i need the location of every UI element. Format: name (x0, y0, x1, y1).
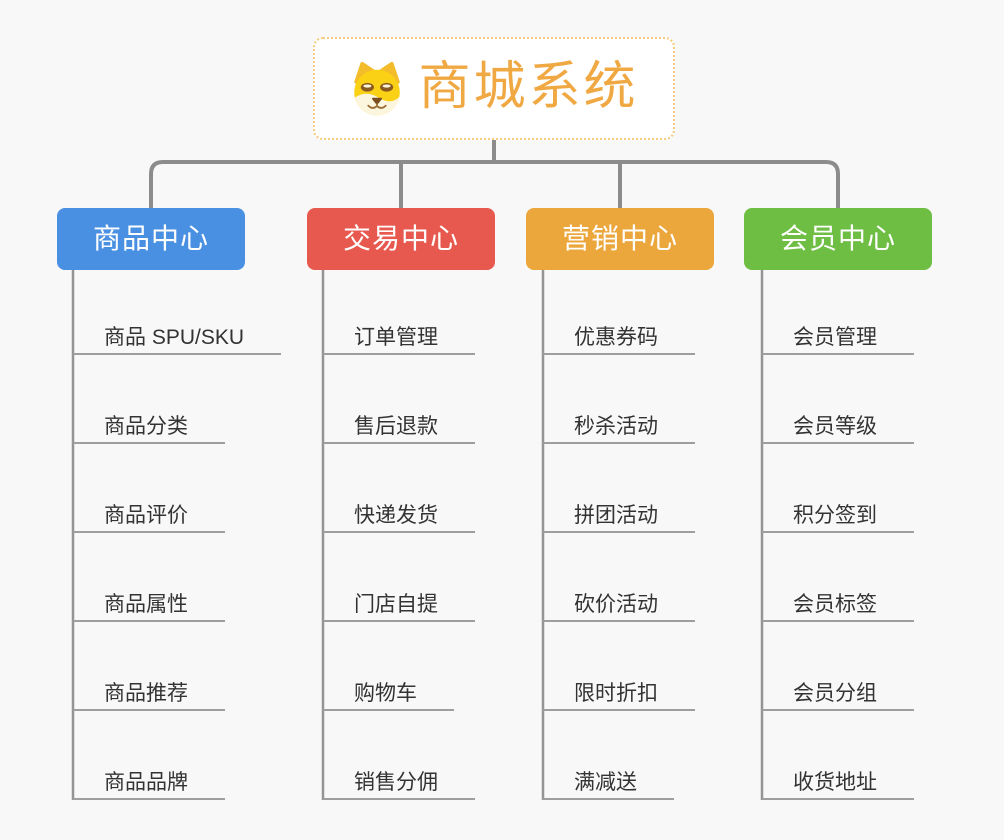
leaf-topic-label: 会员分组 (793, 681, 877, 705)
leaf-topic-label: 收货地址 (793, 770, 877, 794)
leaf-topic[interactable]: 门店自提 (323, 580, 475, 622)
leaf-topic[interactable]: 收货地址 (762, 758, 914, 800)
branch-header[interactable]: 营销中心 (526, 208, 714, 270)
leaf-topic[interactable]: 砍价活动 (543, 580, 695, 622)
leaf-topic[interactable]: 秒杀活动 (543, 402, 695, 444)
leaf-topic[interactable]: 商品推荐 (73, 669, 225, 711)
branch-bus (149, 160, 840, 210)
leaf-topic-label: 会员管理 (793, 325, 877, 349)
leaf-topic[interactable]: 快递发货 (323, 491, 475, 533)
branch-header-label: 会员中心 (779, 223, 896, 254)
leaf-topic[interactable]: 满减送 (543, 758, 674, 800)
leaf-topic-label: 限时折扣 (574, 681, 658, 705)
branch-header[interactable]: 交易中心 (307, 208, 495, 270)
leaf-topic-label: 砍价活动 (574, 592, 658, 616)
leaf-topic-label: 会员等级 (793, 414, 877, 438)
leaf-topic-label: 商品推荐 (104, 681, 188, 705)
leaf-topic[interactable]: 会员标签 (762, 580, 914, 622)
leaf-topic[interactable]: 购物车 (323, 669, 454, 711)
leaf-topic[interactable]: 会员管理 (762, 313, 914, 355)
leaf-topic-label: 快递发货 (354, 503, 438, 527)
leaf-topic-label: 商品分类 (104, 414, 188, 438)
leaf-topic[interactable]: 限时折扣 (543, 669, 695, 711)
leaf-topic-label: 满减送 (574, 770, 637, 794)
branch-header-label: 交易中心 (342, 223, 459, 254)
leaf-topic[interactable]: 售后退款 (323, 402, 475, 444)
leaf-topic[interactable]: 商品评价 (73, 491, 225, 533)
root-topic[interactable]: 商城系统 (313, 37, 675, 140)
leaf-topic-label: 优惠券码 (574, 325, 658, 349)
leaf-topic[interactable]: 商品 SPU/SKU (73, 313, 282, 355)
branch-header-label: 商品中心 (92, 223, 209, 254)
leaf-topic-label: 商品属性 (104, 592, 188, 616)
leaf-topic[interactable]: 商品分类 (73, 402, 225, 444)
leaf-topic[interactable]: 会员等级 (762, 402, 914, 444)
leaf-topic-label: 商品评价 (104, 503, 188, 527)
leaf-topic-label: 商品 SPU/SKU (104, 325, 245, 349)
root-topic-title: 商城系统 (418, 57, 639, 116)
leaf-topic-label: 积分签到 (793, 503, 877, 527)
leaf-topic[interactable]: 商品品牌 (73, 758, 225, 800)
leaf-topic[interactable]: 订单管理 (323, 313, 475, 355)
branch-header-label: 营销中心 (561, 223, 678, 254)
leaf-topic[interactable]: 商品属性 (73, 580, 225, 622)
leaf-topic-label: 销售分佣 (354, 770, 438, 794)
leaf-topic[interactable]: 会员分组 (762, 669, 914, 711)
branch-header[interactable]: 商品中心 (57, 208, 245, 270)
leaf-topic-label: 秒杀活动 (574, 414, 658, 438)
leaf-topic-label: 订单管理 (354, 325, 438, 349)
branch-header[interactable]: 会员中心 (744, 208, 932, 270)
leaf-topic-label: 门店自提 (354, 592, 438, 616)
dog-icon (354, 61, 401, 115)
leaf-topic-label: 拼团活动 (574, 503, 658, 527)
leaf-topic[interactable]: 销售分佣 (323, 758, 475, 800)
leaf-topic-label: 会员标签 (793, 592, 877, 616)
leaf-topic[interactable]: 积分签到 (762, 491, 914, 533)
leaf-topic[interactable]: 拼团活动 (543, 491, 695, 533)
leaf-topic[interactable]: 优惠券码 (543, 313, 695, 355)
leaf-topic-label: 购物车 (354, 681, 417, 705)
leaf-topic-label: 售后退款 (354, 414, 438, 438)
leaf-topic-label: 商品品牌 (104, 770, 188, 794)
